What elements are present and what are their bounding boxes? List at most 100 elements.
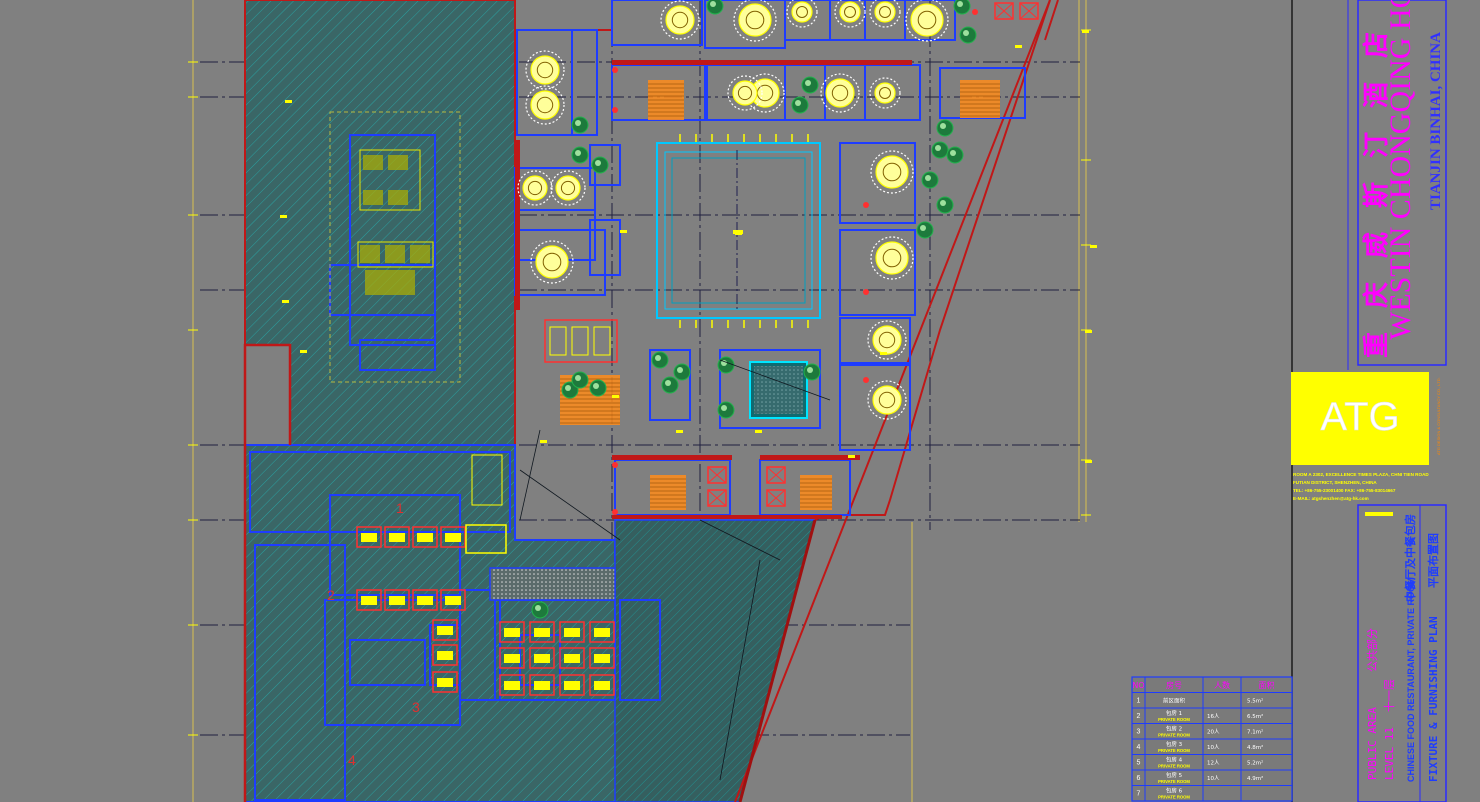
structural-wall xyxy=(612,455,732,460)
booth-seat xyxy=(384,589,410,611)
annotation-mark xyxy=(1090,245,1097,248)
lazy-susan xyxy=(536,61,554,79)
seating-rows xyxy=(356,319,618,696)
plant-highlight xyxy=(593,383,599,389)
annotation-mark xyxy=(282,300,289,303)
column-dot xyxy=(612,67,618,73)
lazy-susan xyxy=(878,391,896,409)
plant-highlight xyxy=(805,80,811,86)
structural-wall xyxy=(612,60,912,65)
hotel-name-char: 斯 xyxy=(1362,182,1391,208)
booth-bench xyxy=(549,326,567,356)
schedule-area: 4.9m² xyxy=(1247,775,1263,782)
chair-ring xyxy=(517,170,553,206)
booth-table xyxy=(361,533,377,542)
booth-table xyxy=(594,654,610,663)
svg-text:4: 4 xyxy=(348,752,356,768)
booth-bench xyxy=(571,326,589,356)
booth-seat xyxy=(499,674,525,696)
booth-table xyxy=(534,628,550,637)
lift-cars xyxy=(707,2,1039,507)
annotation-mark xyxy=(1085,460,1092,463)
schedule-header: 人数 xyxy=(1214,680,1230,690)
chair-ring xyxy=(550,170,586,206)
plant-highlight xyxy=(710,1,716,7)
round-table xyxy=(522,175,548,201)
booth-seat xyxy=(559,674,585,696)
lazy-susan xyxy=(882,162,902,182)
lazy-susan xyxy=(745,10,765,30)
schedule-no: 3 xyxy=(1137,729,1141,736)
plant-highlight xyxy=(935,145,941,151)
booth-seat xyxy=(529,674,555,696)
hotel-name-char: 重 xyxy=(1362,332,1391,358)
booth-seat xyxy=(432,671,458,693)
booth-seat xyxy=(412,526,438,548)
schedule-area: 7.1m² xyxy=(1247,729,1263,736)
lazy-susan xyxy=(560,180,576,196)
structural-wall xyxy=(515,140,520,310)
gravel-bed xyxy=(489,567,616,601)
schedule-area: 6.5m² xyxy=(1247,713,1263,720)
booth-seat xyxy=(356,589,382,611)
booth-table xyxy=(389,596,405,605)
chair-ring xyxy=(905,0,949,42)
round-table xyxy=(874,82,896,104)
hotel-name-char: 汀 xyxy=(1362,132,1391,158)
schedule-pax: 10人 xyxy=(1207,744,1220,751)
schedule-room: 前区面积 xyxy=(1163,697,1186,705)
annotation-marks xyxy=(280,9,1097,515)
schedule-header: 面积 xyxy=(1259,680,1275,690)
plant-highlight xyxy=(721,405,727,411)
schedule-pax: 12人 xyxy=(1207,760,1220,767)
schedule-pax: 16人 xyxy=(1207,713,1220,720)
booth-table xyxy=(417,596,433,605)
lazy-susan xyxy=(917,10,937,30)
hotel-name-english: WESTIN CHONGQING HOTEL xyxy=(1384,0,1417,340)
lift-car xyxy=(994,2,1014,20)
schedule-room: 包房 1 xyxy=(1166,709,1182,717)
schedule-no: 6 xyxy=(1137,775,1141,782)
chair-ring xyxy=(867,380,907,420)
chair-ring xyxy=(870,150,914,194)
level-label-cn: 十一层 xyxy=(1382,679,1396,712)
column-dot xyxy=(612,462,618,468)
round-table xyxy=(555,175,581,201)
round-tables xyxy=(517,0,949,420)
booth-table xyxy=(564,628,580,637)
schedule-area: 5.2m² xyxy=(1247,760,1263,767)
lift-car xyxy=(1019,2,1039,20)
booth-seat xyxy=(499,621,525,643)
dining-booth xyxy=(544,319,618,363)
private-room-wall xyxy=(589,219,621,276)
service-table xyxy=(465,524,507,554)
plant-highlight xyxy=(940,200,946,206)
plant-highlight xyxy=(595,160,601,166)
booth-table xyxy=(437,626,453,635)
private-room-wall xyxy=(589,144,621,186)
plant-highlight xyxy=(920,225,926,231)
column-dot xyxy=(863,202,869,208)
private-room-wall xyxy=(904,0,956,41)
round-table xyxy=(825,78,855,108)
schedule-room: 包房 4 xyxy=(1166,756,1183,764)
svg-text:E-MAIL: atgshenzhen@atg-hk.com: E-MAIL: atgshenzhen@atg-hk.com xyxy=(1293,496,1369,501)
planters xyxy=(531,0,977,619)
level-label: LEVEL 11 xyxy=(1383,727,1396,780)
atg-logo: ATG xyxy=(1291,372,1429,465)
schedule-room: 包房 3 xyxy=(1166,740,1183,748)
schedule-room-sub: PRIVATE ROOM xyxy=(1158,733,1190,738)
lazy-susan xyxy=(879,6,891,18)
lift-cross xyxy=(766,466,786,484)
booth-seat xyxy=(559,647,585,669)
hotel-name-char: 庆 xyxy=(1361,282,1391,308)
plan-label-en: FIXTURE & FURNISHING PLAN xyxy=(1427,616,1440,782)
room-label-en: CHINESE FOOD RESTAURANT, PRIVATE ROOM xyxy=(1406,577,1416,782)
structural-wall xyxy=(612,515,842,519)
booth-table xyxy=(417,533,433,542)
column-dot xyxy=(863,289,869,295)
room-label-cn: 中餐厅及中餐包房 xyxy=(1403,514,1417,602)
stairs xyxy=(560,80,1000,510)
